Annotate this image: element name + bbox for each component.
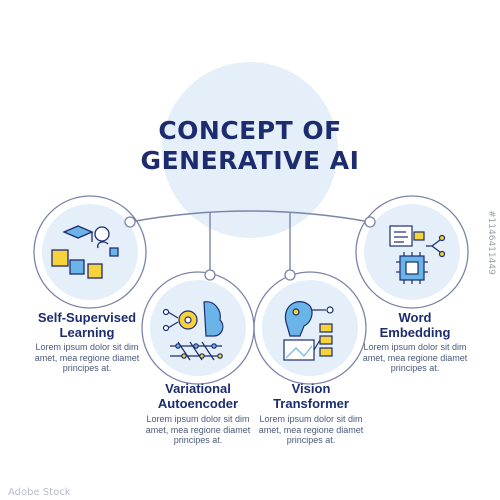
- item-2-desc-line-1: Lorem ipsum dolor sit dim: [146, 414, 250, 424]
- junction-dot-4: [364, 216, 376, 228]
- item-1-desc-line-2: amet, mea regione diamet: [34, 352, 140, 363]
- item-2-desc: Lorem ipsum dolor sit dim amet, mea regi…: [123, 414, 273, 446]
- item-4-title-line-1: Word: [398, 310, 432, 325]
- item-1-desc: Lorem ipsum dolor sit dim amet, mea regi…: [12, 342, 162, 374]
- item-4-desc: Lorem ipsum dolor sit dim amet, mea regi…: [340, 342, 490, 374]
- watermark-brand: Adobe Stock: [8, 487, 71, 498]
- item-3-title-line-2: Transformer: [273, 396, 349, 411]
- item-3-desc: Lorem ipsum dolor sit dim amet, mea regi…: [236, 414, 386, 446]
- item-4-title-line-2: Embedding: [379, 325, 451, 340]
- connector-arc: [129, 210, 371, 223]
- node-fill-1: [42, 204, 138, 300]
- node-ring-1: [33, 195, 147, 309]
- item-1-title: Self-Supervised Learning: [12, 310, 162, 340]
- item-4-desc-line-3: principes at.: [390, 363, 440, 373]
- junction-dot-1: [124, 216, 136, 228]
- title-line-2: GENERATIVE AI: [140, 146, 360, 175]
- item-3-desc-line-3: principes at.: [286, 435, 336, 445]
- item-2-desc-line-2: amet, mea regione diamet: [145, 424, 251, 435]
- junction-dot-3: [284, 269, 296, 281]
- item-4-desc-line-2: amet, mea regione diamet: [362, 352, 468, 363]
- item-2-title-line-2: Autoencoder: [157, 396, 239, 411]
- autoencoder-brain-icon: [162, 301, 224, 361]
- watermark-id: #1146411449: [486, 210, 496, 275]
- item-3-desc-line-1: Lorem ipsum dolor sit dim: [259, 414, 363, 424]
- item-3-title-line-1: Vision: [291, 381, 331, 396]
- node-fill-2: [150, 280, 246, 376]
- node-ring-4: [355, 195, 469, 309]
- item-4-desc-line-1: Lorem ipsum dolor sit dim: [363, 342, 467, 352]
- junction-dot-2: [204, 269, 216, 281]
- title-line-1: CONCEPT OF: [158, 116, 342, 145]
- item-2-desc-line-3: principes at.: [173, 435, 223, 445]
- vision-transformer-icon: [283, 301, 334, 361]
- item-2-title: Variational Autoencoder: [123, 381, 273, 411]
- node-ring-3: [253, 271, 367, 385]
- item-4-title: Word Embedding: [340, 310, 490, 340]
- title-backdrop-circle: [162, 62, 338, 238]
- learning-puzzle-icon: [51, 225, 119, 279]
- item-1-desc-line-1: Lorem ipsum dolor sit dim: [35, 342, 139, 352]
- item-1-title-line-1: Self-Supervised: [37, 310, 137, 325]
- item-1-title-line-2: Learning: [59, 325, 115, 340]
- item-3-title: Vision Transformer: [236, 381, 386, 411]
- item-3-desc-line-2: amet, mea regione diamet: [258, 424, 364, 435]
- item-1-desc-line-3: principes at.: [62, 363, 112, 373]
- item-2-title-line-1: Variational: [165, 381, 231, 396]
- word-embedding-chip-icon: [389, 225, 446, 284]
